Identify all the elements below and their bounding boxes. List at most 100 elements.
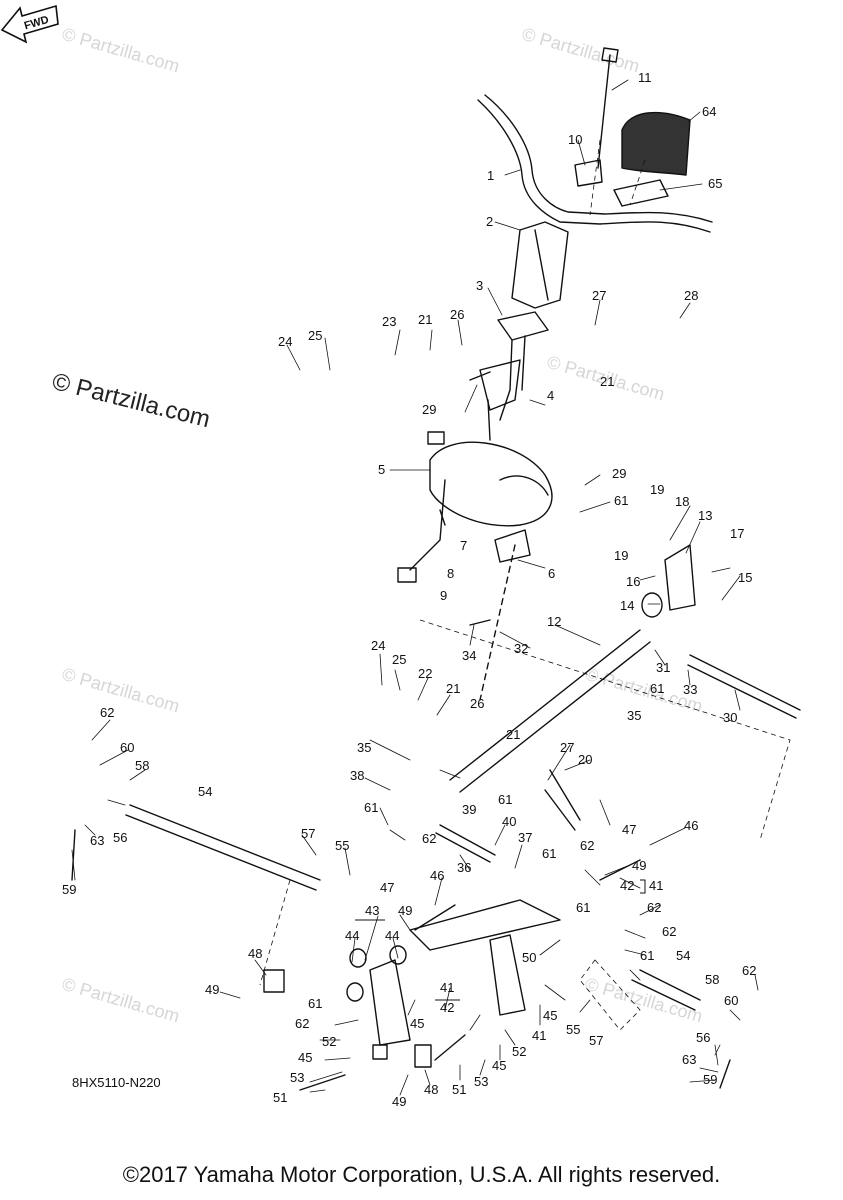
callout-6: 6 — [548, 566, 555, 581]
callout-23: 23 — [382, 314, 396, 329]
handlebar — [477, 99, 711, 233]
callout-62f: 62 — [295, 1016, 309, 1031]
callout-44: 44 — [345, 928, 359, 943]
callout-57b: 57 — [589, 1033, 603, 1048]
callout-16: 16 — [626, 574, 640, 589]
callout-12: 12 — [547, 614, 561, 629]
callout-47: 47 — [622, 822, 636, 837]
callout-11: 11 — [638, 70, 652, 85]
callout-42b: 42 — [440, 1000, 454, 1015]
clamp-bolt — [597, 54, 611, 169]
callout-53b: 53 — [474, 1074, 488, 1089]
callout-58b: 58 — [705, 972, 719, 987]
callout-34: 34 — [462, 648, 476, 663]
callout-59: 59 — [62, 882, 76, 897]
callout-61g: 61 — [640, 948, 654, 963]
callout-40: 40 — [502, 814, 516, 829]
callout-24: 24 — [278, 334, 292, 349]
callout-9: 9 — [440, 588, 447, 603]
callout-60: 60 — [120, 740, 134, 755]
tie-rod-left — [129, 804, 321, 881]
callout-35: 35 — [357, 740, 371, 755]
callout-15: 15 — [738, 570, 752, 585]
callout-55b: 55 — [566, 1022, 580, 1037]
callout-50: 50 — [522, 950, 536, 965]
callout-49d: 49 — [392, 1094, 406, 1109]
callout-30: 30 — [723, 710, 737, 725]
callout-57: 57 — [301, 826, 315, 841]
callout-29b: 29 — [612, 466, 626, 481]
callout-21b: 21 — [600, 374, 614, 389]
callout-53: 53 — [290, 1070, 304, 1085]
callout-61f: 61 — [576, 900, 590, 915]
callout-51: 51 — [273, 1090, 287, 1105]
bar-cover — [621, 111, 691, 176]
callout-47b: 47 — [380, 880, 394, 895]
callout-35b: 35 — [627, 708, 641, 723]
callout-27: 27 — [592, 288, 606, 303]
callout-61: 61 — [614, 493, 628, 508]
callout-45c: 45 — [492, 1058, 506, 1073]
callout-13: 13 — [698, 508, 712, 523]
plate — [613, 179, 669, 207]
steering-shaft — [449, 629, 641, 781]
callout-14: 14 — [620, 598, 634, 613]
bracket — [664, 544, 696, 611]
callout-20: 20 — [578, 752, 592, 767]
callout-60b: 60 — [724, 993, 738, 1008]
handlebar-pad — [511, 221, 569, 309]
callout-62d: 62 — [647, 900, 661, 915]
callout-46b: 46 — [430, 868, 444, 883]
callout-29: 29 — [422, 402, 436, 417]
callout-61b: 61 — [650, 681, 664, 696]
tie-rod-right — [639, 969, 701, 1001]
callout-62: 62 — [100, 705, 114, 720]
callout-26: 26 — [450, 307, 464, 322]
callout-37: 37 — [518, 830, 532, 845]
diagram-code: 8HX5110-N220 — [72, 1075, 161, 1090]
callout-58: 58 — [135, 758, 149, 773]
callout-24b: 24 — [371, 638, 385, 653]
callout-56: 56 — [113, 830, 127, 845]
callout-43: 43 — [365, 903, 379, 918]
callout-22: 22 — [418, 666, 432, 681]
callout-44b: 44 — [385, 928, 399, 943]
callout-19b: 19 — [614, 548, 628, 563]
callout-10: 10 — [568, 132, 582, 147]
callout-26b: 26 — [470, 696, 484, 711]
handlebar-clamp — [574, 159, 603, 187]
callout-32: 32 — [514, 641, 528, 656]
callout-1: 1 — [487, 168, 494, 183]
callout-62g: 62 — [742, 963, 756, 978]
callout-27b: 27 — [560, 740, 574, 755]
callout-41b: 41 — [440, 980, 454, 995]
callout-61d: 61 — [364, 800, 378, 815]
callout-8: 8 — [447, 566, 454, 581]
callout-54b: 54 — [676, 948, 690, 963]
callout-54: 54 — [198, 784, 212, 799]
callout-65: 65 — [708, 176, 722, 191]
callout-62b: 62 — [422, 831, 436, 846]
callout-38: 38 — [350, 768, 364, 783]
callout-45d: 45 — [543, 1008, 557, 1023]
callout-48b: 48 — [424, 1082, 438, 1097]
column-holder — [497, 311, 549, 341]
callout-25: 25 — [308, 328, 322, 343]
callout-28: 28 — [684, 288, 698, 303]
callout-31: 31 — [656, 660, 670, 675]
callout-55: 55 — [335, 838, 349, 853]
callout-49b: 49 — [632, 858, 646, 873]
callout-63b: 63 — [682, 1052, 696, 1067]
pitman-arm — [494, 529, 531, 563]
callout-61c: 61 — [498, 792, 512, 807]
callout-41: 41 — [649, 878, 663, 893]
pitman-lower — [489, 934, 526, 1016]
callout-17: 17 — [730, 526, 744, 541]
callout-18: 18 — [675, 494, 689, 509]
copyright-notice: ©2017 Yamaha Motor Corporation, U.S.A. A… — [122, 1162, 721, 1187]
callout-45b: 45 — [298, 1050, 312, 1065]
callout-19: 19 — [650, 482, 664, 497]
callout-36: 36 — [457, 860, 471, 875]
